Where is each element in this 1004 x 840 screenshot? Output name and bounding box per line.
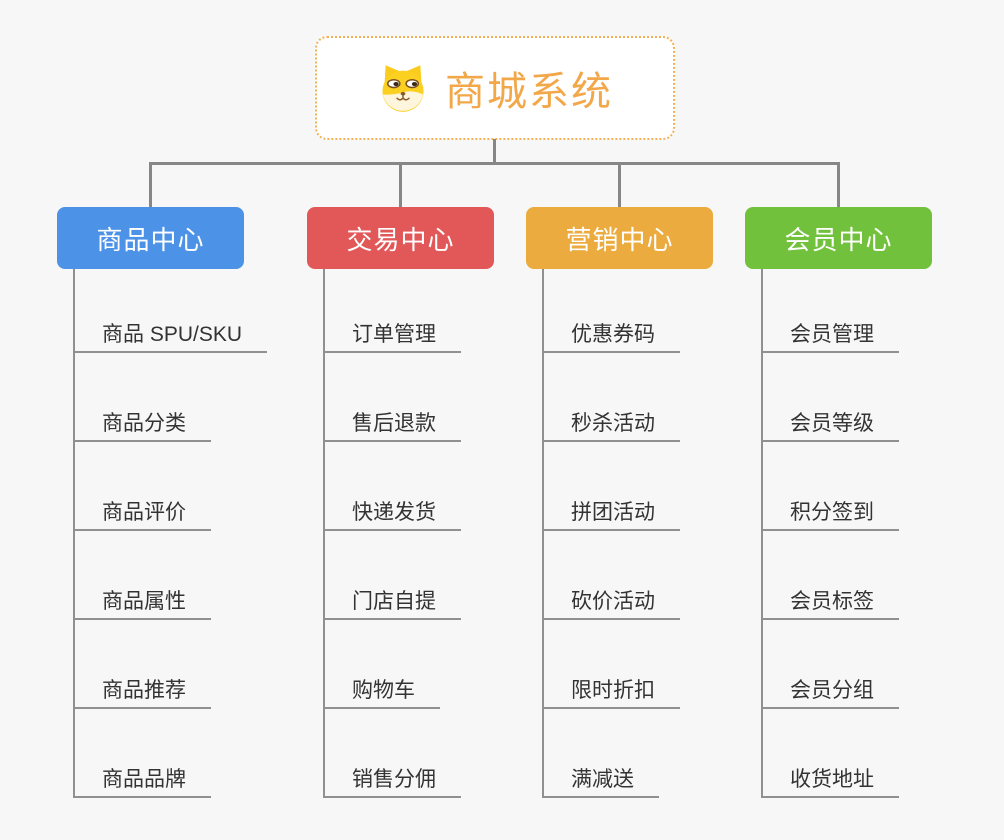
mindmap-node[interactable]: 会员管理 xyxy=(763,269,899,353)
mindmap-node[interactable]: 砍价活动 xyxy=(544,531,680,620)
node-label: 商品分类 xyxy=(102,412,186,435)
connector-horizontal xyxy=(149,162,840,165)
mindmap-node[interactable]: 购物车 xyxy=(325,620,440,709)
mindmap-node[interactable]: 拼团活动 xyxy=(544,442,680,531)
branch-products: 商品中心 商品 SPU/SKU 商品分类 商品评价 商品属性 商品推荐 商品品牌 xyxy=(57,207,268,798)
connector-drop-products xyxy=(149,162,152,208)
node-label: 积分签到 xyxy=(790,501,874,524)
node-label: 会员管理 xyxy=(790,323,874,346)
node-label: 会员分组 xyxy=(790,679,874,702)
mindmap-node[interactable]: 售后退款 xyxy=(325,353,461,442)
node-label: 销售分佣 xyxy=(352,768,436,791)
branch-box-members[interactable]: 会员中心 xyxy=(745,207,932,269)
mindmap-node[interactable]: 收货地址 xyxy=(763,709,899,798)
mindmap-node[interactable]: 商品分类 xyxy=(75,353,211,442)
root-title: 商城系统 xyxy=(445,70,613,114)
dog-face-icon xyxy=(382,65,424,112)
mindmap-node[interactable]: 秒杀活动 xyxy=(544,353,680,442)
mindmap-node[interactable]: 订单管理 xyxy=(325,269,461,353)
connector-drop-members xyxy=(837,162,840,208)
branch-box-marketing[interactable]: 营销中心 xyxy=(526,207,713,269)
node-label: 购物车 xyxy=(352,679,415,702)
connector-drop-marketing xyxy=(618,162,621,208)
branch-trade: 交易中心 订单管理 售后退款 快递发货 门店自提 购物车 销售分佣 xyxy=(307,207,494,798)
mindmap-node[interactable]: 优惠券码 xyxy=(544,269,680,353)
connector-drop-trade xyxy=(399,162,402,208)
node-label: 会员等级 xyxy=(790,412,874,435)
node-label: 秒杀活动 xyxy=(571,412,655,435)
node-label: 订单管理 xyxy=(352,323,436,346)
mindmap-node[interactable]: 限时折扣 xyxy=(544,620,680,709)
node-label: 门店自提 xyxy=(352,590,436,613)
mindmap-node[interactable]: 会员标签 xyxy=(763,531,899,620)
mindmap-node[interactable]: 商品 SPU/SKU xyxy=(75,269,268,353)
mindmap-node[interactable]: 商品推荐 xyxy=(75,620,211,709)
node-label: 快递发货 xyxy=(352,501,436,524)
node-label: 商品推荐 xyxy=(102,679,186,702)
node-label: 售后退款 xyxy=(352,412,436,435)
branch-children-marketing: 优惠券码 秒杀活动 拼团活动 砍价活动 限时折扣 满减送 xyxy=(542,269,713,798)
branch-marketing: 营销中心 优惠券码 秒杀活动 拼团活动 砍价活动 限时折扣 满减送 xyxy=(526,207,713,798)
node-label: 商品评价 xyxy=(102,501,186,524)
mindmap-node[interactable]: 会员分组 xyxy=(763,620,899,709)
node-label: 拼团活动 xyxy=(571,501,655,524)
branch-children-trade: 订单管理 售后退款 快递发货 门店自提 购物车 销售分佣 xyxy=(323,269,494,798)
branch-members: 会员中心 会员管理 会员等级 积分签到 会员标签 会员分组 收货地址 xyxy=(745,207,932,798)
mindmap-node[interactable]: 满减送 xyxy=(544,709,659,798)
mindmap-node[interactable]: 商品属性 xyxy=(75,531,211,620)
node-label: 商品 SPU/SKU xyxy=(102,323,243,346)
node-label: 收货地址 xyxy=(790,768,874,791)
mindmap-node[interactable]: 门店自提 xyxy=(325,531,461,620)
branch-box-trade[interactable]: 交易中心 xyxy=(307,207,494,269)
mindmap-node[interactable]: 快递发货 xyxy=(325,442,461,531)
branch-children-products: 商品 SPU/SKU 商品分类 商品评价 商品属性 商品推荐 商品品牌 xyxy=(73,269,268,798)
node-label: 满减送 xyxy=(571,768,634,791)
branch-children-members: 会员管理 会员等级 积分签到 会员标签 会员分组 收货地址 xyxy=(761,269,932,798)
mindmap-node[interactable]: 商品品牌 xyxy=(75,709,211,798)
mindmap-node[interactable]: 会员等级 xyxy=(763,353,899,442)
node-label: 会员标签 xyxy=(790,590,874,613)
node-label: 商品属性 xyxy=(102,590,186,613)
node-label: 商品品牌 xyxy=(102,768,186,791)
branch-box-products[interactable]: 商品中心 xyxy=(57,207,244,269)
mindmap-node[interactable]: 积分签到 xyxy=(763,442,899,531)
connector-root-stem xyxy=(493,139,496,164)
mindmap-node[interactable]: 商品评价 xyxy=(75,442,211,531)
root-node-mall-system[interactable]: 商城系统 xyxy=(315,36,675,140)
node-label: 优惠券码 xyxy=(571,323,655,346)
mindmap-node[interactable]: 销售分佣 xyxy=(325,709,461,798)
node-label: 限时折扣 xyxy=(571,679,655,702)
node-label: 砍价活动 xyxy=(571,590,655,613)
